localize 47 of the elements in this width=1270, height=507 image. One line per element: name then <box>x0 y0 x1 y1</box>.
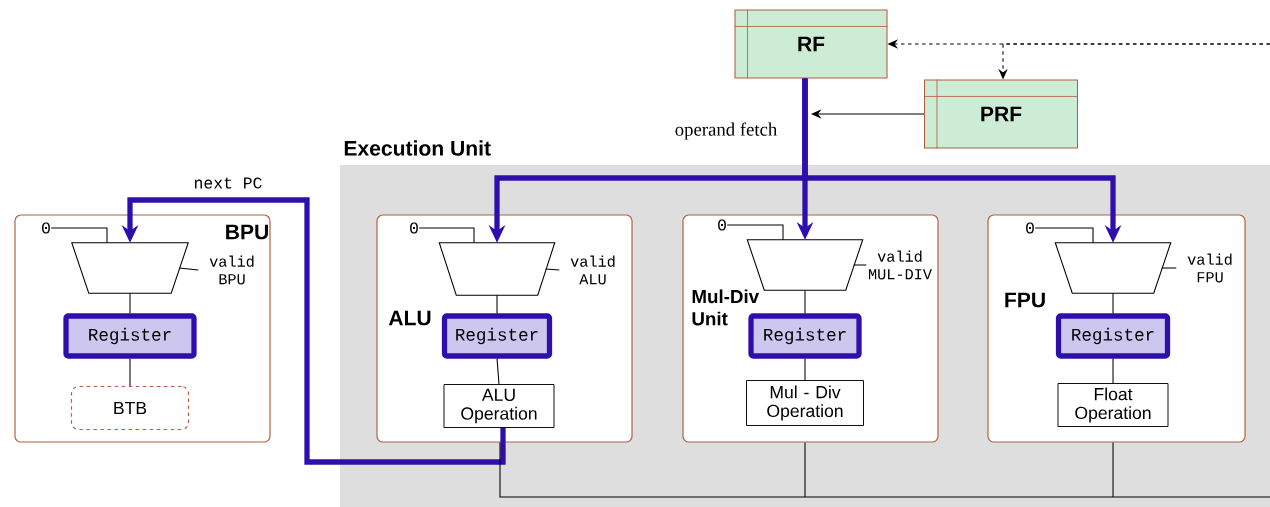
multiplexer-symbol <box>438 242 556 296</box>
connector-line <box>129 292 131 314</box>
connector-line <box>496 294 498 314</box>
register-file-box: RF <box>734 9 888 79</box>
table-box: BTB <box>70 385 190 431</box>
edge-label: operand fetch <box>673 121 779 141</box>
connector-line <box>726 224 784 241</box>
register-box: Register <box>441 313 553 359</box>
register-box: Register <box>748 313 862 359</box>
connector-line <box>1034 227 1094 244</box>
multiplexer-symbol <box>1054 242 1172 294</box>
register-file-box: PRF <box>923 79 1079 149</box>
panel-title: Execution Unit <box>344 140 491 156</box>
connector-line <box>50 227 108 244</box>
connector-line <box>496 358 500 385</box>
connector-line <box>499 442 1270 498</box>
signal-label: valid MUL-DIV <box>869 250 932 280</box>
operation-box: Float Operation <box>1057 383 1169 427</box>
connector-line <box>545 268 560 271</box>
signal-label: 0 <box>410 222 418 234</box>
unit-title: BPU <box>226 224 268 240</box>
connector-line <box>1112 358 1114 384</box>
signal-label: valid ALU <box>570 255 615 285</box>
connector-line <box>804 289 806 314</box>
signal-label: 0 <box>718 219 726 231</box>
connector-line <box>129 358 131 387</box>
unit-title: FPU <box>1005 292 1045 308</box>
register-box: Register <box>63 313 197 359</box>
connector-line <box>1161 267 1177 269</box>
multiplexer-symbol <box>746 239 864 291</box>
register-box: Register <box>1055 313 1171 359</box>
edge-label: next PC <box>192 176 264 190</box>
operation-box: ALU Operation <box>443 384 555 428</box>
signal-label: valid FPU <box>1187 253 1232 283</box>
connector-line <box>853 264 867 266</box>
connector-line <box>804 442 806 498</box>
connector-line <box>1112 292 1114 314</box>
connector-line <box>1112 442 1114 498</box>
connector-line <box>418 227 475 244</box>
connector-line <box>178 267 199 271</box>
multiplexer-symbol <box>71 242 189 294</box>
signal-label: 0 <box>1026 222 1034 234</box>
signal-label: valid BPU <box>209 255 254 285</box>
operation-box: Mul - Div Operation <box>746 380 864 426</box>
signal-label: 0 <box>42 222 50 234</box>
unit-title: ALU <box>388 310 431 326</box>
connector-line <box>804 358 806 381</box>
